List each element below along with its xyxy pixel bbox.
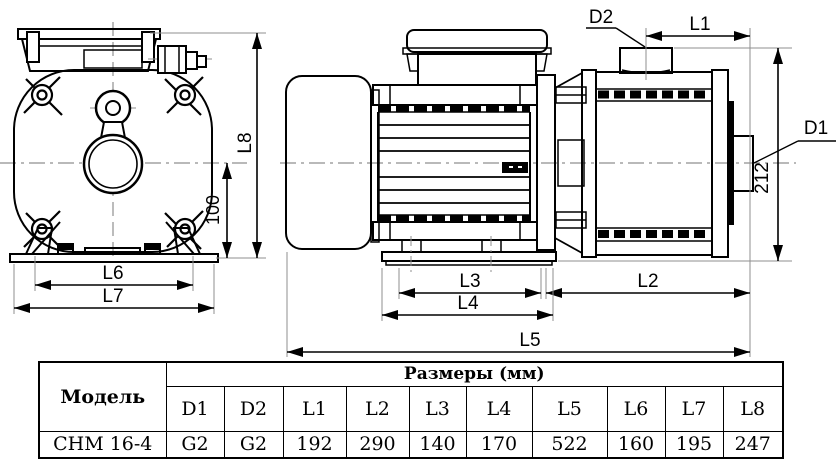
cable-gland	[148, 45, 212, 74]
dim-label-l5: L5	[519, 330, 540, 351]
terminal-box-side	[402, 29, 552, 86]
column-header-l2: L2	[345, 386, 410, 432]
dimension-l5: L5	[286, 252, 750, 357]
motor-feet-side	[381, 236, 557, 272]
dim-label-l2: L2	[637, 271, 658, 292]
dimension-212: 212	[558, 47, 792, 262]
side-view	[280, 29, 796, 272]
dimension-l3: L3	[398, 268, 542, 299]
column-header-d1: D1	[165, 386, 225, 432]
suction-port-side	[732, 135, 754, 192]
value-l5: 522	[531, 431, 608, 459]
column-header-l5: L5	[531, 386, 608, 432]
column-header-d2: D2	[223, 386, 284, 432]
dim-label-l1: L1	[689, 14, 710, 35]
dim-label-100: 100	[203, 195, 223, 225]
dimension-l7: L7	[13, 264, 215, 314]
column-header-l8: L8	[722, 386, 784, 432]
dimension-l6: L6	[34, 256, 194, 291]
dimension-l8: L8	[150, 32, 266, 259]
value-l4: 170	[465, 431, 533, 459]
dimension-l4: L4	[381, 268, 554, 321]
dimension-100: 100	[203, 163, 232, 258]
dim-label-l3: L3	[459, 271, 480, 292]
column-header-l3: L3	[408, 386, 467, 432]
dimension-d1: D1	[753, 118, 836, 164]
nameplate	[502, 162, 528, 173]
dim-label-l8: L8	[235, 132, 256, 153]
terminal-box-front	[17, 28, 161, 72]
column-header-l6: L6	[606, 386, 666, 432]
dimensions-group-header: Размеры (мм)	[165, 361, 784, 387]
dim-label-l4: L4	[457, 293, 479, 314]
suction-port-front	[82, 133, 144, 195]
dim-label-l7: L7	[102, 286, 123, 307]
dim-label-l6: L6	[102, 263, 123, 284]
table-row-chm-16-4: CHM 16-4 G2 G2 192 290 140 170 522 160 1…	[38, 431, 784, 459]
column-header-l1: L1	[282, 386, 347, 432]
value-l8: 247	[722, 431, 784, 459]
dimension-l2: L2	[545, 268, 750, 299]
model-name-cell: CHM 16-4	[38, 431, 167, 459]
value-l1: 192	[282, 431, 347, 459]
column-header-l4: L4	[465, 386, 533, 432]
outlet-port-front	[90, 89, 136, 139]
dimension-columns-row: D1 D2 L1 L2 L3 L4 L5 L6 L7 L8	[39, 386, 784, 432]
value-d1: G2	[165, 431, 225, 459]
value-l3: 140	[408, 431, 467, 459]
dim-label-212: 212	[752, 162, 773, 194]
dimensions-table: Модель Размеры (мм) D1 D2 L1 L2 L3 L4 L5…	[38, 361, 785, 459]
front-view	[0, 22, 247, 263]
column-header-l7: L7	[664, 386, 724, 432]
motor-pump-adapter	[536, 72, 587, 254]
dim-label-d2: D2	[589, 7, 613, 28]
pump-barrel	[581, 69, 734, 258]
dim-label-d1: D1	[804, 118, 828, 139]
value-l7: 195	[664, 431, 724, 459]
motor-body	[372, 84, 538, 241]
value-l2: 290	[345, 431, 410, 459]
value-d2: G2	[223, 431, 284, 459]
pump-dimensional-drawing: L8 100 L6 L7	[0, 7, 836, 357]
dimension-l1: L1	[646, 14, 751, 357]
fan-cover	[285, 75, 372, 250]
value-l6: 160	[606, 431, 666, 459]
model-column-header: Модель	[38, 361, 167, 432]
